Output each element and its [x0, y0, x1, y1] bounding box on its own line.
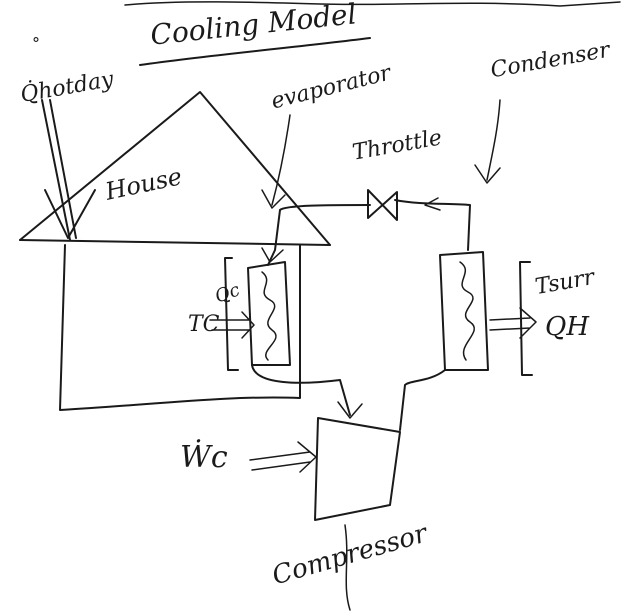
- evaporator-pointer: [272, 115, 290, 205]
- work-arrow: [250, 442, 316, 472]
- compressor-body: [315, 418, 400, 520]
- label-w-c: Ẇc: [180, 440, 228, 475]
- qh-arrow: [490, 308, 536, 338]
- condenser-coil: [460, 262, 474, 360]
- throttle-valve: [368, 190, 397, 220]
- label-t-c: TC: [188, 312, 220, 337]
- evaporator-coil: [262, 272, 276, 360]
- label-q-h: QH: [545, 312, 589, 342]
- house-eave: [20, 240, 330, 245]
- line-evap-to-throttle: [280, 205, 370, 210]
- condenser-pointer: [487, 100, 500, 180]
- tc-bracket: [225, 258, 238, 370]
- top-scribble: [125, 2, 620, 6]
- line-compressor-to-condenser: [400, 370, 445, 430]
- evap-inlet: [268, 210, 280, 265]
- q-dot-accent: °: [32, 34, 40, 53]
- house-walls: [60, 245, 300, 410]
- evaporator-coil-box: [248, 262, 290, 365]
- heat-arrow-shaft-2: [50, 100, 76, 238]
